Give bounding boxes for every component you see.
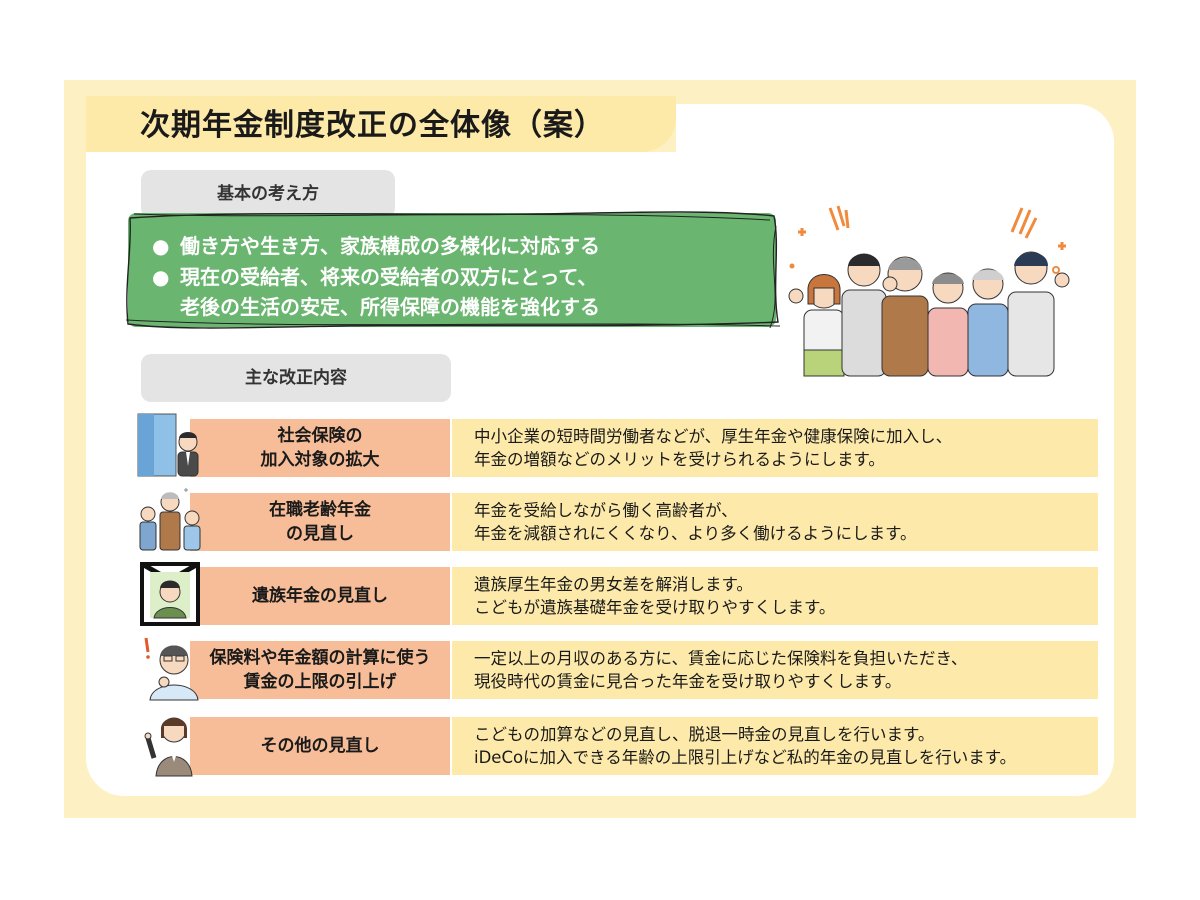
thinking-man-icon <box>144 637 199 701</box>
desc-line2: こどもが遺族基礎年金を受け取りやすくします。 <box>474 598 836 617</box>
label-line1: 在職老齢年金 <box>269 500 371 520</box>
principle-2: ● 現在の受給者、将来の受給者の双方にとって、 老後の生活の安定、所得保障の機能を… <box>152 262 600 322</box>
revision-desc-working-pension: 年金を受給しながら働く高齢者が、 年金を減額されにくくなり、より多く働けるように… <box>452 493 1098 551</box>
revision-desc-wage-cap: 一定以上の月収のある方に、賃金に応じた保険料を負担いただき、 現役時代の賃金に見… <box>452 641 1098 699</box>
revision-label-others: その他の見直し <box>190 717 450 775</box>
label-line1: 社会保険の <box>277 426 363 446</box>
revision-label-working-pension: 在職老齢年金の見直し <box>190 493 450 551</box>
pointing-woman-icon <box>144 717 193 777</box>
office-building-worker-icon <box>137 413 199 477</box>
desc-line1: こどもの加算などの見直し、脱退一時金の見直しを行います。 <box>474 725 935 744</box>
label-line1: 保険料や年金額の計算に使う <box>209 648 431 668</box>
principle-2-text-line2: 老後の生活の安定、所得保障の機能を強化する <box>180 295 600 319</box>
revision-desc-others: こどもの加算などの見直し、脱退一時金の見直しを行います。 iDeCoに加入できる… <box>452 717 1098 775</box>
desc-line2: iDeCoに加入できる年齢の上限引上げなど私的年金の見直しを行います。 <box>474 748 1017 767</box>
label-line1: その他の見直し <box>260 736 380 756</box>
revision-label-wage-cap: 保険料や年金額の計算に使う賃金の上限の引上げ <box>190 641 450 699</box>
basic-principles-box <box>128 213 776 327</box>
revision-label-survivor-pension: 遺族年金の見直し <box>190 567 450 625</box>
principle-1: ● 働き方や生き方、家族構成の多様化に対応する <box>152 230 600 259</box>
label-line2: 賃金の上限の引上げ <box>243 672 397 692</box>
title-tab <box>86 96 676 152</box>
basic-heading: 基本の考え方 <box>141 170 395 218</box>
desc-line1: 遺族厚生年金の男女差を解消します。 <box>474 575 753 594</box>
label-line1: 遺族年金の見直し <box>252 586 388 606</box>
bullet-dot: ● <box>152 234 170 258</box>
main-heading: 主な改正内容 <box>141 354 451 402</box>
desc-line1: 中小企業の短時間労働者などが、厚生年金や健康保険に加入し、 <box>474 427 953 446</box>
desc-line2: 現役時代の賃金に見合った年金を受け取りやすくします。 <box>474 672 902 691</box>
page-title: 次期年金制度改正の全体像（案） <box>140 108 605 143</box>
desc-line1: 年金を受給しながら働く高齢者が、 <box>474 501 738 520</box>
desc-line1: 一定以上の月収のある方に、賃金に応じた保険料を負担いただき、 <box>474 649 968 668</box>
bullet-dot: ● <box>152 265 170 289</box>
revision-desc-survivor-pension: 遺族厚生年金の男女差を解消します。 こどもが遺族基礎年金を受け取りやすくします。 <box>452 567 1098 625</box>
cheering-people-group-icon <box>788 205 1070 377</box>
label-line2: 加入対象の拡大 <box>260 450 380 470</box>
revision-desc-insurance-coverage: 中小企業の短時間労働者などが、厚生年金や健康保険に加入し、 年金の増額などのメリ… <box>452 419 1098 477</box>
senior-workers-icon <box>139 488 201 551</box>
memorial-portrait-icon <box>140 561 200 626</box>
label-line2: の見直し <box>286 524 354 544</box>
desc-line2: 年金の増額などのメリットを受けられるようにします。 <box>474 450 885 469</box>
principle-1-text: 働き方や生き方、家族構成の多様化に対応する <box>180 234 600 258</box>
hand-drawn-outline <box>125 211 781 329</box>
revision-label-insurance-coverage: 社会保険の加入対象の拡大 <box>190 419 450 477</box>
desc-line2: 年金を減額されにくくなり、より多く働けるようにします。 <box>474 524 917 543</box>
principle-2-text-line1: 現在の受給者、将来の受給者の双方にとって、 <box>180 265 598 289</box>
